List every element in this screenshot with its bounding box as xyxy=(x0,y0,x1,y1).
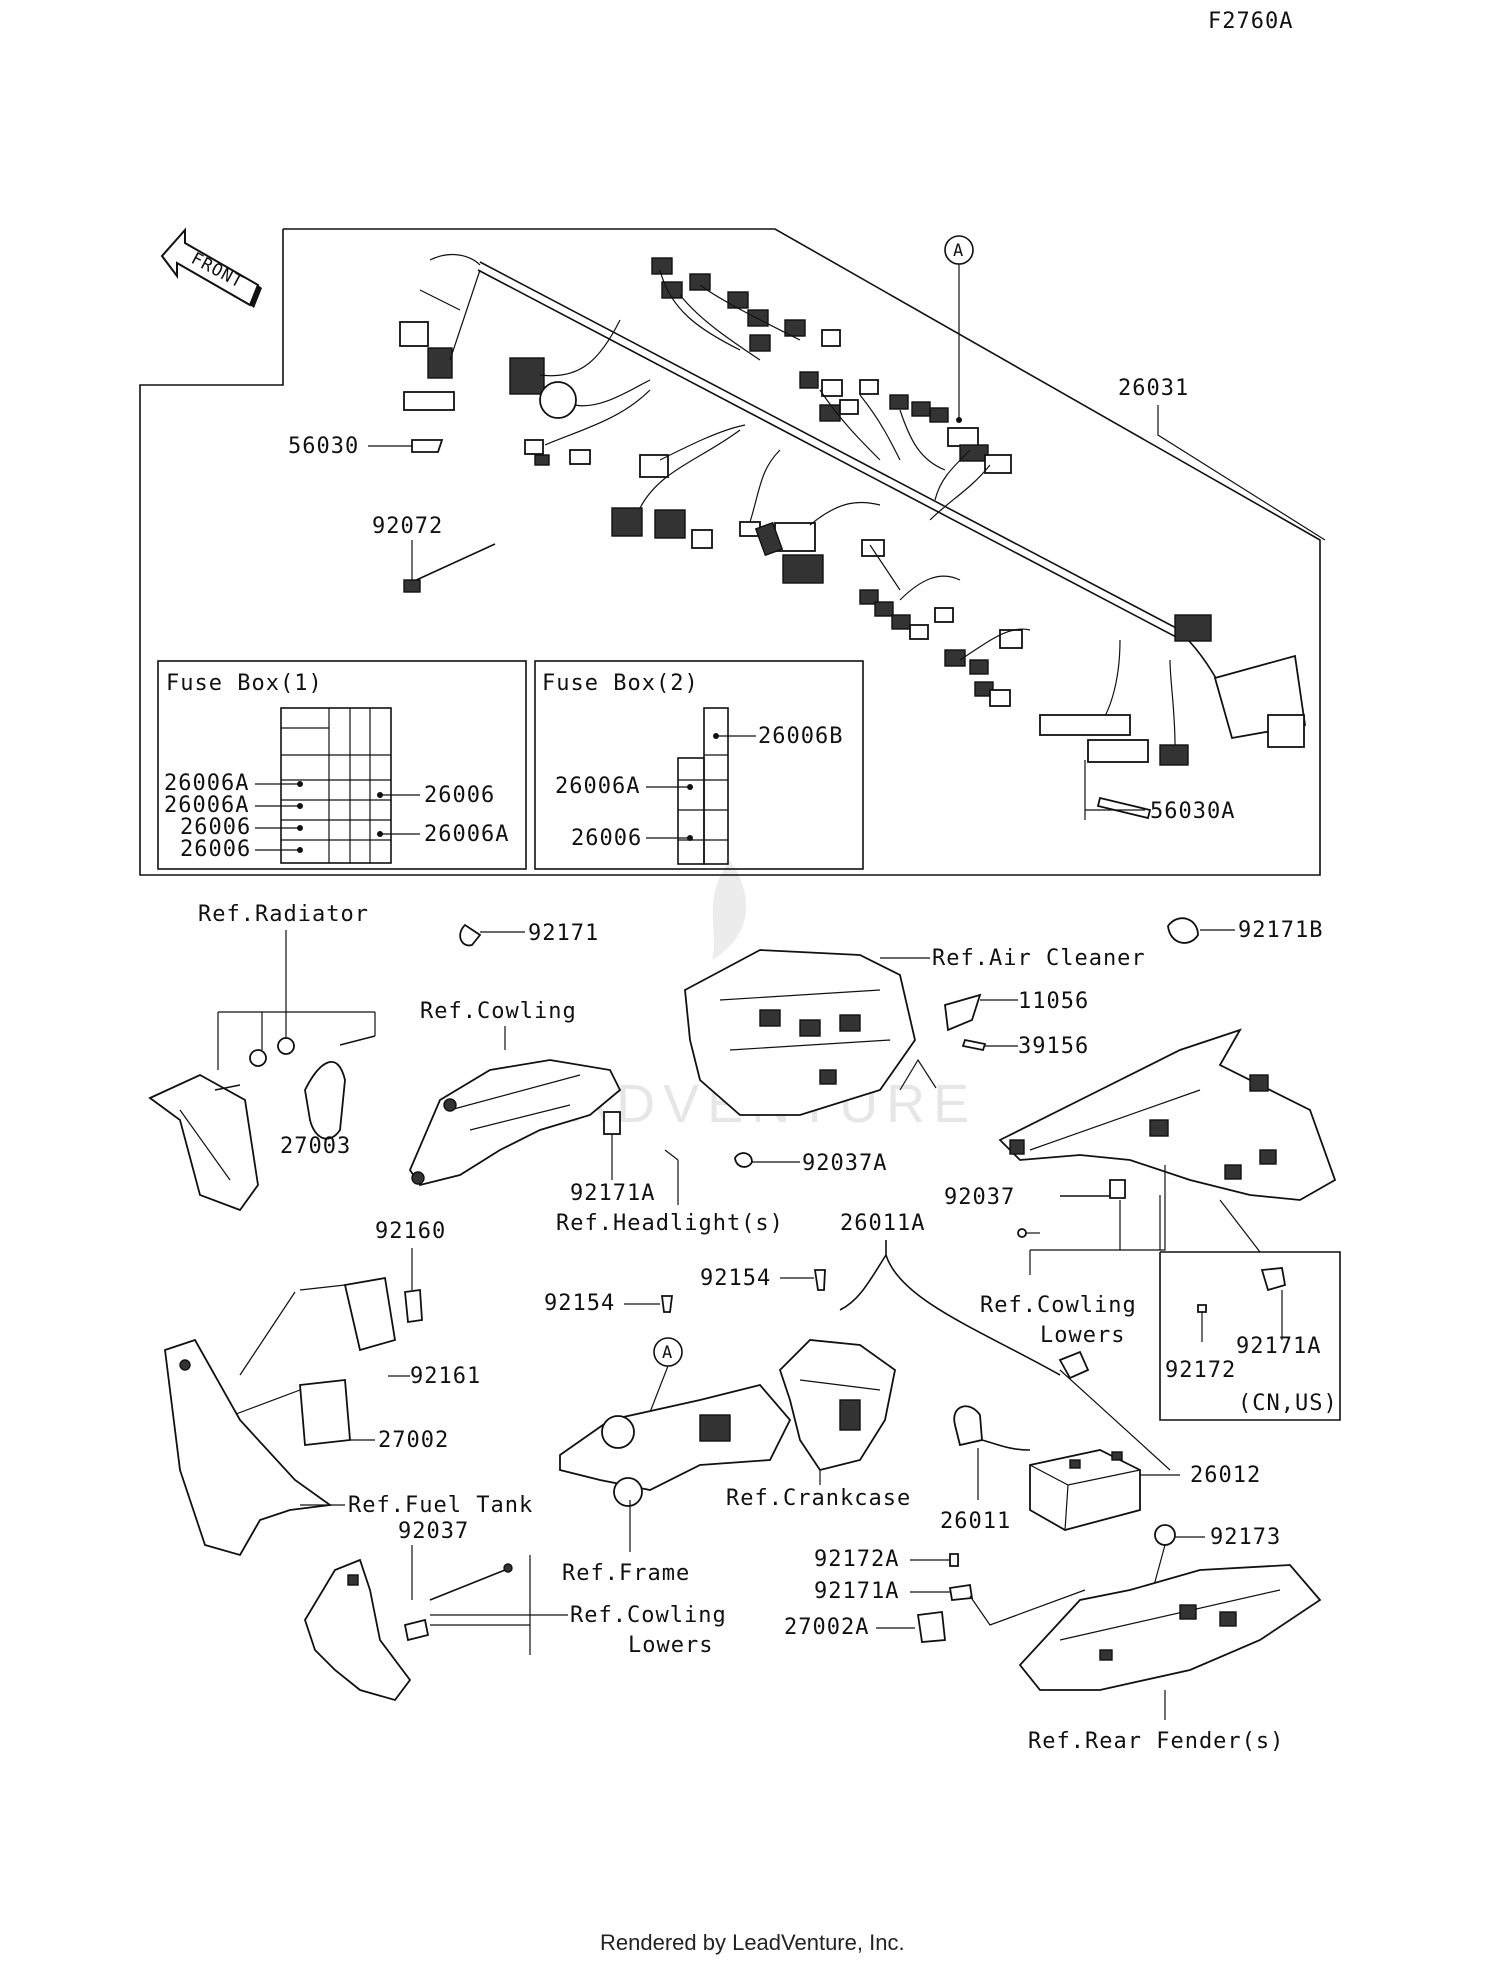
crankcase-group: 26011A 92154 Ref.Crankcase xyxy=(700,1211,1171,1511)
callout-26012: 26012 xyxy=(1190,1463,1261,1488)
callout-92173: 92173 xyxy=(1210,1525,1281,1550)
callout-92160: 92160 xyxy=(375,1219,446,1244)
callout-92154-2: 92154 xyxy=(544,1291,615,1316)
figure-code: F2760A xyxy=(1208,9,1293,34)
svg-text:26006: 26006 xyxy=(180,837,251,862)
cn-us-region-box: 92171A 92172 (CN,US) xyxy=(1159,1199,1341,1421)
svg-text:26006B: 26006B xyxy=(758,724,843,749)
callout-27003: 27003 xyxy=(280,1134,351,1159)
callout-26011: 26011 xyxy=(940,1509,1011,1534)
main-wiring-harness xyxy=(399,253,1307,766)
svg-text:26031: 26031 xyxy=(1118,376,1189,401)
svg-text:Ref.Radiator: Ref.Radiator xyxy=(198,902,369,927)
cowling-lowers-group: 92037 Ref.Cowling Lowers xyxy=(304,1519,727,1702)
svg-text:A: A xyxy=(953,241,964,261)
callout-56030A: 56030A xyxy=(1084,760,1235,824)
svg-text:Ref.Rear Fender(s): Ref.Rear Fender(s) xyxy=(1028,1729,1284,1754)
ref-radiator-group: Ref.Radiator 27003 xyxy=(148,902,376,1212)
callout-56030: 56030 xyxy=(288,434,444,459)
callout-27002: 27002 xyxy=(378,1428,449,1453)
callout-92037A: 92037A xyxy=(734,1151,887,1176)
svg-text:92037A: 92037A xyxy=(802,1151,887,1176)
callout-92161: 92161 xyxy=(410,1364,481,1389)
svg-text:Ref.Cowling: Ref.Cowling xyxy=(570,1603,727,1628)
svg-text:92171B: 92171B xyxy=(1238,918,1323,943)
footer-credit: Rendered by LeadVenture, Inc. xyxy=(600,1930,905,1955)
callout-26031: 26031 xyxy=(1118,376,1326,541)
svg-text:Ref.Air Cleaner: Ref.Air Cleaner xyxy=(932,946,1146,971)
callout-92171A-1: 92171A xyxy=(570,1181,655,1206)
callout-92154-1: 92154 xyxy=(700,1266,771,1291)
svg-text:Ref.Cowling: Ref.Cowling xyxy=(980,1293,1137,1318)
svg-text:Lowers: Lowers xyxy=(628,1633,713,1658)
front-arrow-icon: FRONT xyxy=(160,227,262,308)
callout-92171: 92171 xyxy=(459,921,599,947)
rear-fender-group: 92173 Ref.Rear Fender(s) 92172A 92171A 2… xyxy=(784,1524,1322,1754)
svg-text:Ref.Frame: Ref.Frame xyxy=(562,1561,690,1586)
svg-text:11056: 11056 xyxy=(1018,989,1089,1014)
svg-text:Lowers: Lowers xyxy=(1040,1323,1125,1348)
svg-text:26006A: 26006A xyxy=(424,822,509,847)
rear-cowl-upper: 92037 Ref.Cowling Lowers xyxy=(944,1028,1337,1348)
callout-92072: 92072 xyxy=(372,514,496,593)
svg-text:26006: 26006 xyxy=(180,815,251,840)
svg-text:26006A: 26006A xyxy=(164,771,249,796)
fuel-tank-group: 92160 92161 27002 Ref.Fuel Tank xyxy=(164,1219,533,1557)
fuse-box-1-title: Fuse Box(1) xyxy=(166,671,323,696)
fuse-box-1: Fuse Box(1) 26006A 26006A 26006 26006 26… xyxy=(157,660,527,870)
svg-text:92072: 92072 xyxy=(372,514,443,539)
battery-group: 26011 26012 xyxy=(940,1405,1261,1534)
svg-text:26006: 26006 xyxy=(571,826,642,851)
svg-text:92171: 92171 xyxy=(528,921,599,946)
svg-text:26006: 26006 xyxy=(424,783,495,808)
frame-group: 92154 A Ref.Frame xyxy=(544,1291,792,1586)
callout-92037-1: 92037 xyxy=(944,1185,1015,1210)
callout-a-bottom: A xyxy=(662,1343,673,1363)
svg-text:Ref.Fuel Tank: Ref.Fuel Tank xyxy=(348,1493,533,1518)
svg-text:Ref.Headlight(s): Ref.Headlight(s) xyxy=(556,1211,784,1236)
svg-text:56030A: 56030A xyxy=(1150,799,1235,824)
svg-text:56030: 56030 xyxy=(288,434,359,459)
callout-92171A-2: 92171A xyxy=(1236,1334,1321,1359)
svg-text:Ref.Crankcase: Ref.Crankcase xyxy=(726,1486,911,1511)
callout-a-top: A xyxy=(944,235,974,423)
callout-92171A-3: 92171A xyxy=(814,1579,899,1604)
callout-27002A: 27002A xyxy=(784,1615,869,1640)
callout-92172A: 92172A xyxy=(814,1547,899,1572)
callout-26011A: 26011A xyxy=(840,1211,925,1236)
callout-92171B: 92171B xyxy=(1167,917,1323,944)
ref-cowling-group: Ref.Cowling 92171A Ref.Headlight(s) xyxy=(408,999,784,1236)
svg-text:Ref.Cowling: Ref.Cowling xyxy=(420,999,577,1024)
region-note: (CN,US) xyxy=(1238,1391,1338,1416)
fuse-box-2-title: Fuse Box(2) xyxy=(542,671,699,696)
svg-text:26006A: 26006A xyxy=(555,774,640,799)
svg-text:26006A: 26006A xyxy=(164,793,249,818)
watermark-flame-icon xyxy=(712,860,747,960)
ref-air-cleaner-group: Ref.Air Cleaner 11056 39156 xyxy=(684,946,1146,1116)
fuse-box-2: Fuse Box(2) 26006A 26006 26006B xyxy=(534,660,864,870)
callout-92172: 92172 xyxy=(1165,1358,1236,1383)
harness-panel-frame xyxy=(139,228,1321,876)
callout-92037-2: 92037 xyxy=(398,1519,469,1544)
svg-text:39156: 39156 xyxy=(1018,1034,1089,1059)
